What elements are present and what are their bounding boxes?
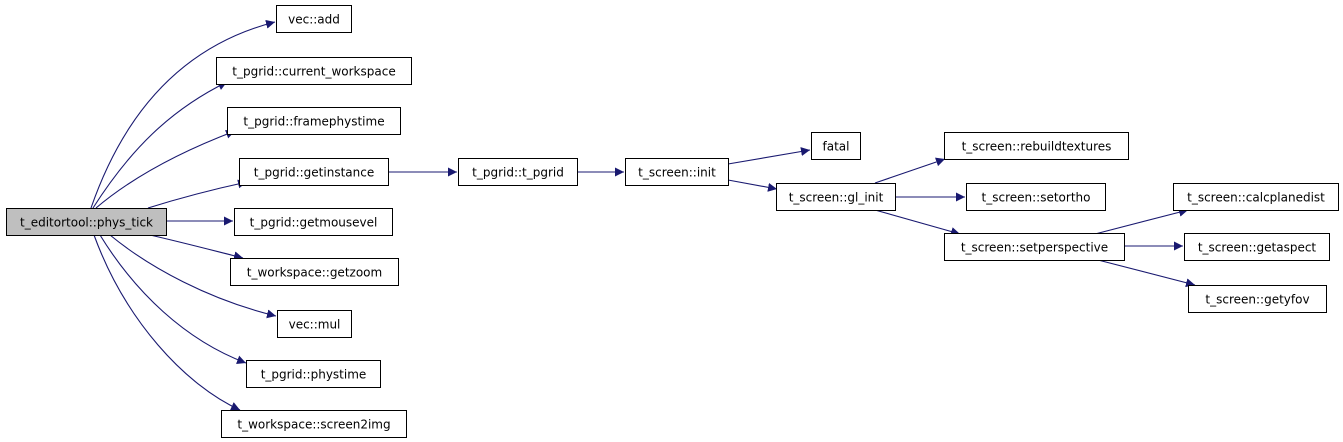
node-getaspect[interactable]: t_screen::getaspect (1184, 233, 1330, 261)
node-getyfov[interactable]: t_screen::getyfov (1188, 285, 1327, 313)
edge-gl-init-to-setperspective (874, 209, 961, 236)
node-gl-init[interactable]: t_screen::gl_init (776, 183, 896, 211)
edge-phys-tick-to-vec-add (90, 19, 276, 209)
edge-phys-tick-to-framephystime (95, 129, 236, 209)
node-label: t_screen::calcplanedist (1187, 191, 1325, 205)
node-phys-tick[interactable]: t_editortool::phys_tick (6, 208, 167, 236)
node-label: t_workspace::getzoom (247, 266, 382, 280)
node-label: t_screen::setperspective (961, 241, 1108, 255)
node-label: t_screen::getyfov (1205, 293, 1309, 307)
edge-phys-tick-to-vec-mul (109, 234, 277, 319)
node-getzoom[interactable]: t_workspace::getzoom (230, 258, 399, 286)
node-framephystime[interactable]: t_pgrid::framephystime (227, 107, 401, 135)
edge-setperspective-to-calcplanedist (1094, 207, 1189, 235)
node-label: t_pgrid::getmousevel (250, 216, 378, 230)
node-phystime[interactable]: t_pgrid::phystime (246, 360, 381, 388)
node-label: t_screen::init (638, 166, 716, 180)
node-label: t_screen::getaspect (1198, 241, 1317, 255)
node-label: fatal (823, 140, 850, 154)
node-label: t_workspace::screen2img (237, 418, 390, 432)
node-current-workspace[interactable]: t_pgrid::current_workspace (216, 57, 412, 85)
edge-phys-tick-to-current-workspace (92, 81, 228, 209)
node-label: t_pgrid::t_pgrid (472, 166, 564, 180)
edge-phys-tick-to-getinstance (147, 179, 248, 209)
node-screen2img[interactable]: t_workspace::screen2img (221, 410, 407, 438)
edge-phys-tick-to-screen2img (93, 234, 241, 411)
node-label: t_pgrid::framephystime (243, 115, 384, 129)
node-label: t_screen::gl_init (789, 191, 884, 205)
node-vec-add[interactable]: vec::add (276, 5, 352, 33)
edges (90, 19, 1196, 411)
edge-screen-init-to-fatal (727, 147, 811, 165)
node-t-pgrid-constructor[interactable]: t_pgrid::t_pgrid (458, 158, 578, 186)
node-fatal[interactable]: fatal (811, 132, 861, 160)
node-label: t_pgrid::current_workspace (232, 65, 395, 79)
node-label: t_editortool::phys_tick (20, 216, 153, 230)
node-screen-init[interactable]: t_screen::init (625, 158, 729, 186)
node-label: t_pgrid::phystime (261, 368, 367, 382)
node-label: t_screen::rebuildtextures (962, 140, 1112, 154)
node-vec-mul[interactable]: vec::mul (277, 310, 352, 338)
node-rebuildtextures[interactable]: t_screen::rebuildtextures (944, 132, 1129, 160)
node-setortho[interactable]: t_screen::setortho (966, 183, 1106, 211)
node-calcplanedist[interactable]: t_screen::calcplanedist (1173, 183, 1339, 211)
edge-screen-init-to-gl-init (727, 179, 778, 192)
node-label: t_screen::setortho (982, 191, 1091, 205)
node-getmousevel[interactable]: t_pgrid::getmousevel (234, 208, 393, 236)
node-label: vec::add (288, 13, 340, 27)
node-label: t_pgrid::getinstance (254, 166, 374, 180)
edge-gl-init-to-rebuildtextures (874, 157, 946, 184)
edge-phys-tick-to-phystime (99, 234, 247, 365)
node-getinstance[interactable]: t_pgrid::getinstance (239, 158, 389, 186)
edge-phys-tick-to-getzoom (149, 234, 244, 261)
node-label: vec::mul (289, 318, 341, 332)
edge-setperspective-to-getyfov (1097, 259, 1196, 288)
node-setperspective[interactable]: t_screen::setperspective (944, 233, 1125, 261)
